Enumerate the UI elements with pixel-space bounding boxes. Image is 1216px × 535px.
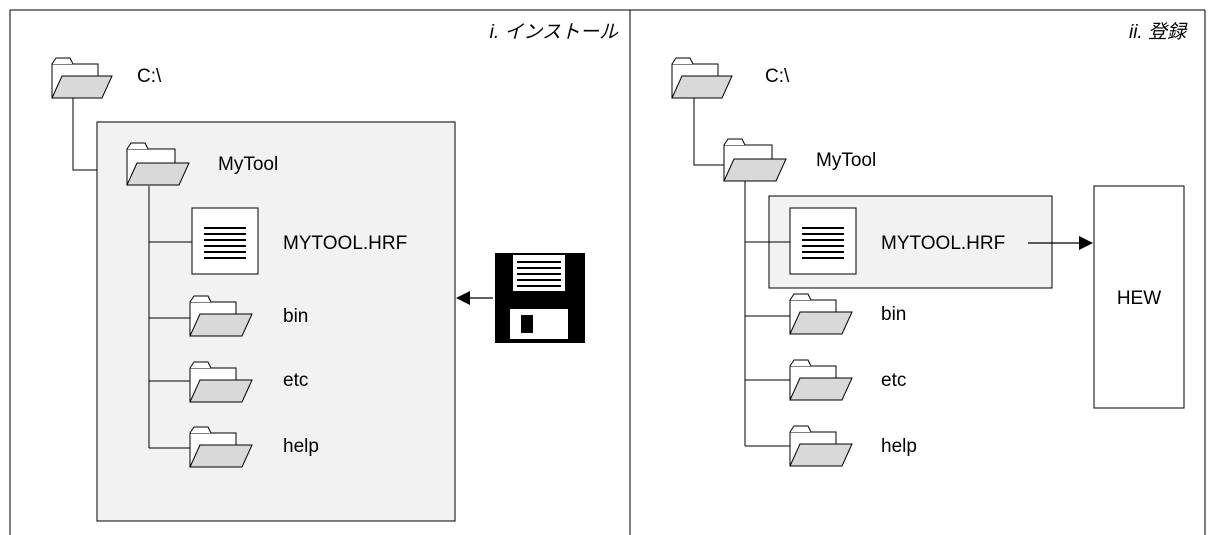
document-icon bbox=[191, 207, 259, 275]
root-folder-icon bbox=[51, 57, 113, 99]
root-folder-label-2: C:\ bbox=[765, 66, 790, 87]
bin-folder-icon-2 bbox=[789, 293, 853, 335]
panel-register-title: ii. 登録 bbox=[1129, 21, 1188, 43]
outer-frame bbox=[9, 9, 1206, 535]
bin-folder-label: bin bbox=[283, 306, 308, 327]
hrf-file-label-2: MYTOOL.HRF bbox=[881, 233, 1005, 254]
panel-install-title: i. インストール bbox=[490, 22, 619, 43]
help-folder-icon-2 bbox=[789, 425, 853, 467]
floppy-disk-icon bbox=[495, 253, 585, 343]
tree-connector-root-2 bbox=[693, 98, 725, 166]
bin-folder-label-2: bin bbox=[881, 304, 906, 325]
panel-register: ii. 登録 C:\ MyTool MYT bbox=[671, 21, 1188, 467]
mytool-folder-icon-2 bbox=[723, 138, 787, 182]
mytool-folder-icon bbox=[126, 142, 190, 186]
document-icon-2 bbox=[789, 207, 857, 275]
root-folder-icon-2 bbox=[671, 57, 733, 99]
etc-folder-icon-2 bbox=[789, 359, 853, 401]
root-folder-label: C:\ bbox=[137, 66, 162, 87]
mytool-folder-label: MyTool bbox=[218, 154, 278, 175]
install-area bbox=[96, 121, 456, 522]
etc-folder-icon bbox=[189, 361, 253, 403]
hew-label: HEW bbox=[1117, 288, 1161, 309]
help-folder-icon bbox=[189, 426, 253, 468]
panel-install: i. インストール C:\ MyTool bbox=[51, 22, 619, 522]
hrf-file-label: MYTOOL.HRF bbox=[283, 233, 407, 254]
etc-folder-label-2: etc bbox=[881, 370, 906, 391]
help-folder-label-2: help bbox=[881, 436, 917, 457]
mytool-folder-label-2: MyTool bbox=[816, 150, 876, 171]
tree-connector-children bbox=[148, 186, 192, 449]
etc-folder-label: etc bbox=[283, 370, 308, 391]
bin-folder-icon bbox=[189, 295, 253, 337]
help-folder-label: help bbox=[283, 436, 319, 457]
hew-box bbox=[1093, 185, 1185, 409]
tree-connector-children-2 bbox=[744, 181, 790, 447]
